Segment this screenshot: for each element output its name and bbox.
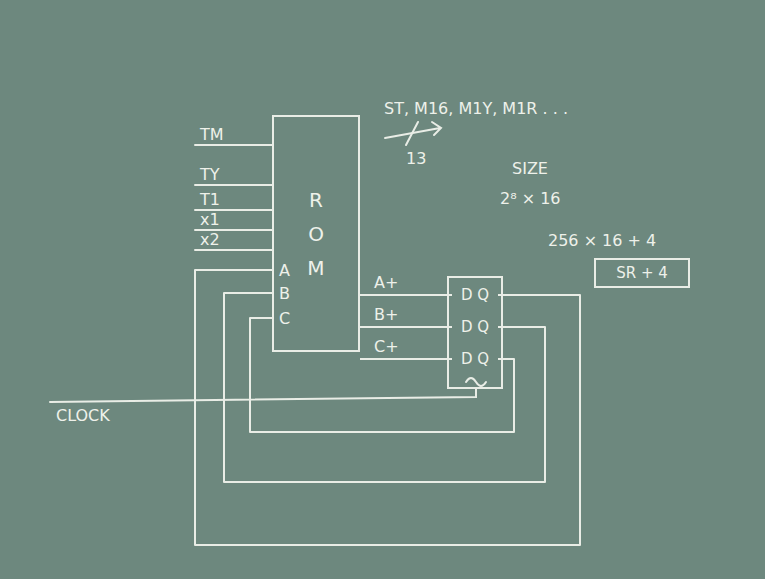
- next-state-signal: A+: [374, 274, 398, 292]
- node-text: ROM: [306, 183, 326, 285]
- input-wire: [195, 144, 272, 146]
- signal-wire: [360, 294, 452, 296]
- node-text: D Q: [461, 350, 489, 368]
- node-text: D Q: [461, 318, 489, 336]
- output-signals: ST, M16, M1Y, M1R . . .: [384, 100, 568, 118]
- flip-flop: D Q: [452, 346, 498, 372]
- clock-symbol: [466, 378, 486, 386]
- size-box: SR + 4: [594, 258, 690, 288]
- clock-wire: [50, 389, 476, 402]
- bus-width: 13: [406, 150, 426, 168]
- input-signal: TY: [200, 166, 220, 184]
- flip-flop: D Q: [452, 282, 498, 308]
- next-state-signal: B+: [374, 306, 398, 324]
- signal-wire: [250, 318, 514, 432]
- bus-slash: [406, 122, 418, 145]
- input-signal: x2: [200, 231, 220, 249]
- rom-pin: C: [279, 310, 290, 328]
- next-state-signal: C+: [374, 338, 399, 356]
- register-outline: [448, 277, 502, 388]
- input-signal: x1: [200, 211, 220, 229]
- rom-pin: A: [279, 262, 290, 280]
- input-signal: TM: [200, 126, 224, 144]
- node-text: SR + 4: [616, 264, 668, 282]
- input-signal: T1: [200, 191, 220, 209]
- signal-wire: [360, 358, 452, 360]
- signal-wire: [360, 326, 452, 328]
- signal-wire: [195, 270, 580, 545]
- rom-pin: B: [279, 285, 290, 303]
- size-note: 2⁸ × 16: [500, 190, 561, 208]
- input-wire: [195, 249, 272, 251]
- size-box-frame: [592, 256, 692, 290]
- node-text: D Q: [461, 286, 489, 304]
- clock-label: CLOCK: [56, 407, 110, 425]
- size-note: 256 × 16 + 4: [548, 232, 656, 250]
- input-wire: [195, 184, 272, 186]
- flip-flop: D Q: [452, 314, 498, 340]
- size-note: SIZE: [512, 160, 548, 178]
